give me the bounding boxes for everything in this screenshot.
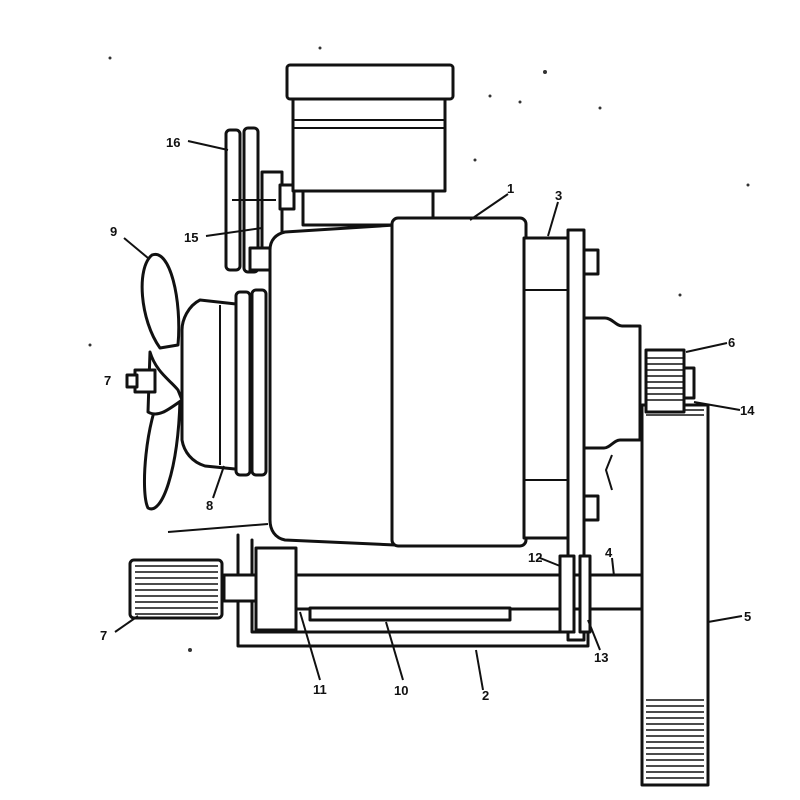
label-part-14: 14	[740, 403, 755, 418]
label-part-16: 16	[166, 135, 180, 150]
label-part-15: 15	[184, 230, 198, 245]
label-part-9: 9	[110, 224, 117, 239]
label-part-4: 4	[605, 545, 613, 560]
label-part-7-fan: 7	[104, 373, 111, 388]
cooling-fan	[125, 253, 184, 511]
label-part-2: 2	[482, 688, 489, 703]
strut-line	[167, 523, 269, 533]
main-shaft	[222, 546, 644, 634]
label-part-12: 12	[528, 550, 542, 565]
leader-lines	[114, 140, 743, 691]
label-part-7-roller: 7	[100, 628, 107, 643]
label-part-11: 11	[313, 682, 327, 697]
scan-specks	[88, 46, 750, 652]
label-part-3: 3	[555, 188, 562, 203]
label-part-8: 8	[206, 498, 213, 513]
pinion-gear	[644, 348, 696, 414]
support-plate	[566, 228, 642, 642]
knurled-roller	[128, 558, 224, 620]
label-part-5: 5	[744, 609, 751, 624]
label-part-1: 1	[507, 181, 514, 196]
gear-wheel-bottom-teeth	[646, 699, 704, 779]
small-v-pulley	[224, 126, 296, 274]
upper-motor	[285, 63, 455, 227]
large-gear-wheel	[640, 403, 710, 787]
label-part-10: 10	[394, 683, 408, 698]
label-part-13: 13	[594, 650, 608, 665]
label-part-6: 6	[728, 335, 735, 350]
main-housing	[268, 216, 576, 548]
double-v-pulley	[180, 288, 268, 477]
part-labels: 1 2 3 4 5 6 7 7 8 9 10 11 12 13 14 15 16	[100, 135, 755, 703]
